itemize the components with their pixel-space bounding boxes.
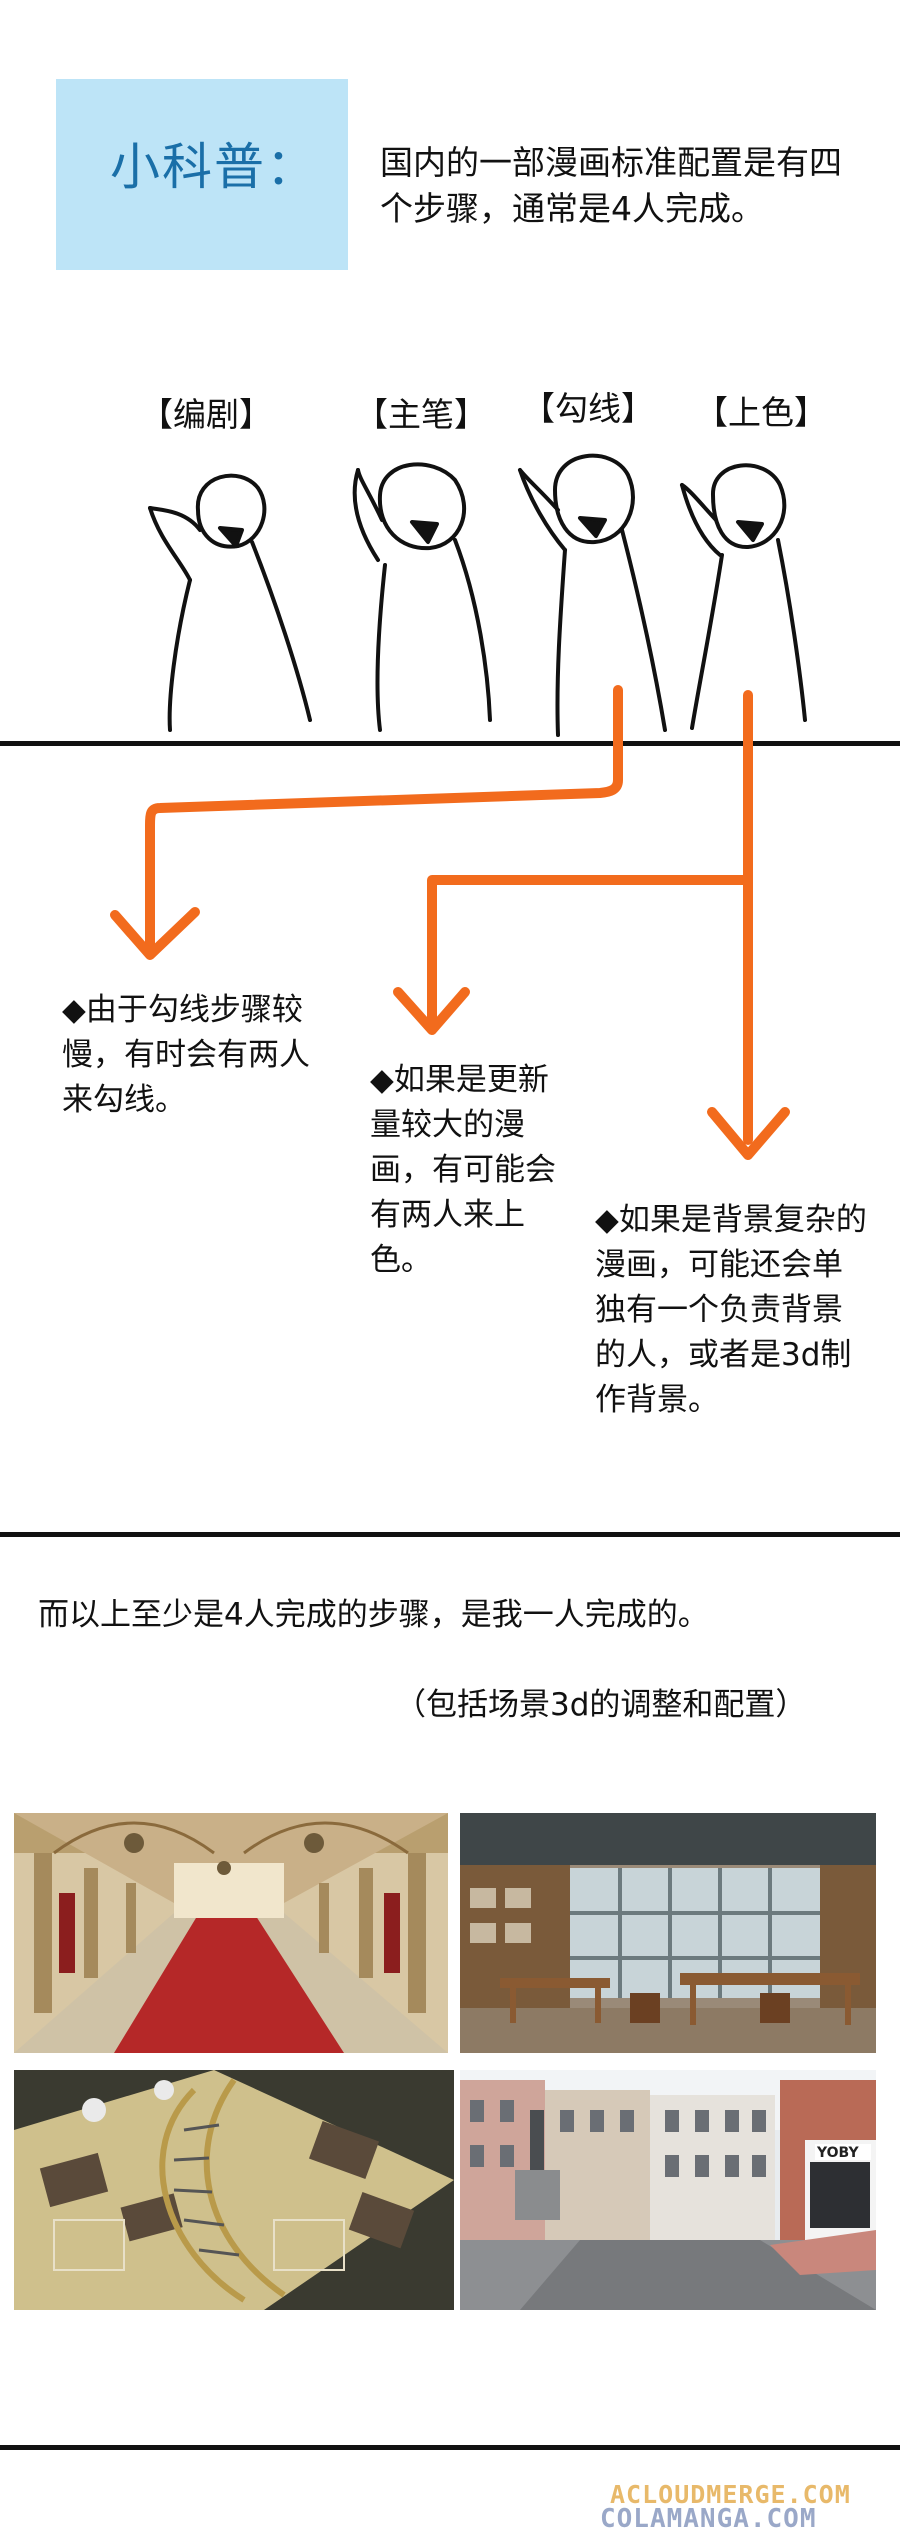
divider-middle	[0, 1532, 900, 1537]
scene-panel-cafe	[460, 1813, 876, 2053]
scene-panel-palace-hall	[14, 1813, 448, 2053]
role-label-lineart: 【勾线】	[522, 389, 654, 428]
stick-figures	[148, 453, 807, 737]
divider-bottom	[0, 2445, 900, 2450]
scene-panel-street: YOBY	[460, 2070, 876, 2310]
summary-note: （包括场景3d的调整和配置）	[395, 1687, 807, 1723]
workflow-arrows	[110, 685, 790, 1160]
summary-line: 而以上至少是4人完成的步骤，是我一人完成的。	[38, 1597, 709, 1633]
figure-main-artist	[352, 462, 492, 732]
divider-top	[0, 741, 900, 746]
note-background: ◆如果是背景复杂的漫画，可能还会单独有一个负责背景的人，或者是3d制作背景。	[595, 1202, 867, 1418]
role-label-writer: 【编剧】	[140, 395, 272, 434]
intro-text: 国内的一部漫画标准配置是有四个步骤，通常是4人完成。	[380, 143, 842, 228]
figure-coloring	[680, 463, 807, 730]
figure-lineart	[518, 453, 667, 737]
watermark-line-2: COLAMANGA.COM	[600, 2504, 817, 2534]
store-sign: YOBY	[816, 2145, 859, 2161]
note-lineart: ◆由于勾线步骤较慢，有时会有两人来勾线。	[62, 992, 310, 1118]
role-label-coloring: 【上色】	[695, 393, 827, 432]
note-coloring: ◆如果是更新量较大的漫画，有可能会有两人来上色。	[370, 1062, 556, 1278]
title-box	[56, 79, 348, 270]
page-title: 小科普：	[110, 138, 318, 196]
watermark-line-1: ACLOUDMERGE.COM	[610, 2480, 851, 2509]
role-label-main-artist: 【主笔】	[355, 395, 487, 434]
scene-panel-interior-stairs	[14, 2070, 454, 2310]
figure-writer	[148, 473, 312, 732]
